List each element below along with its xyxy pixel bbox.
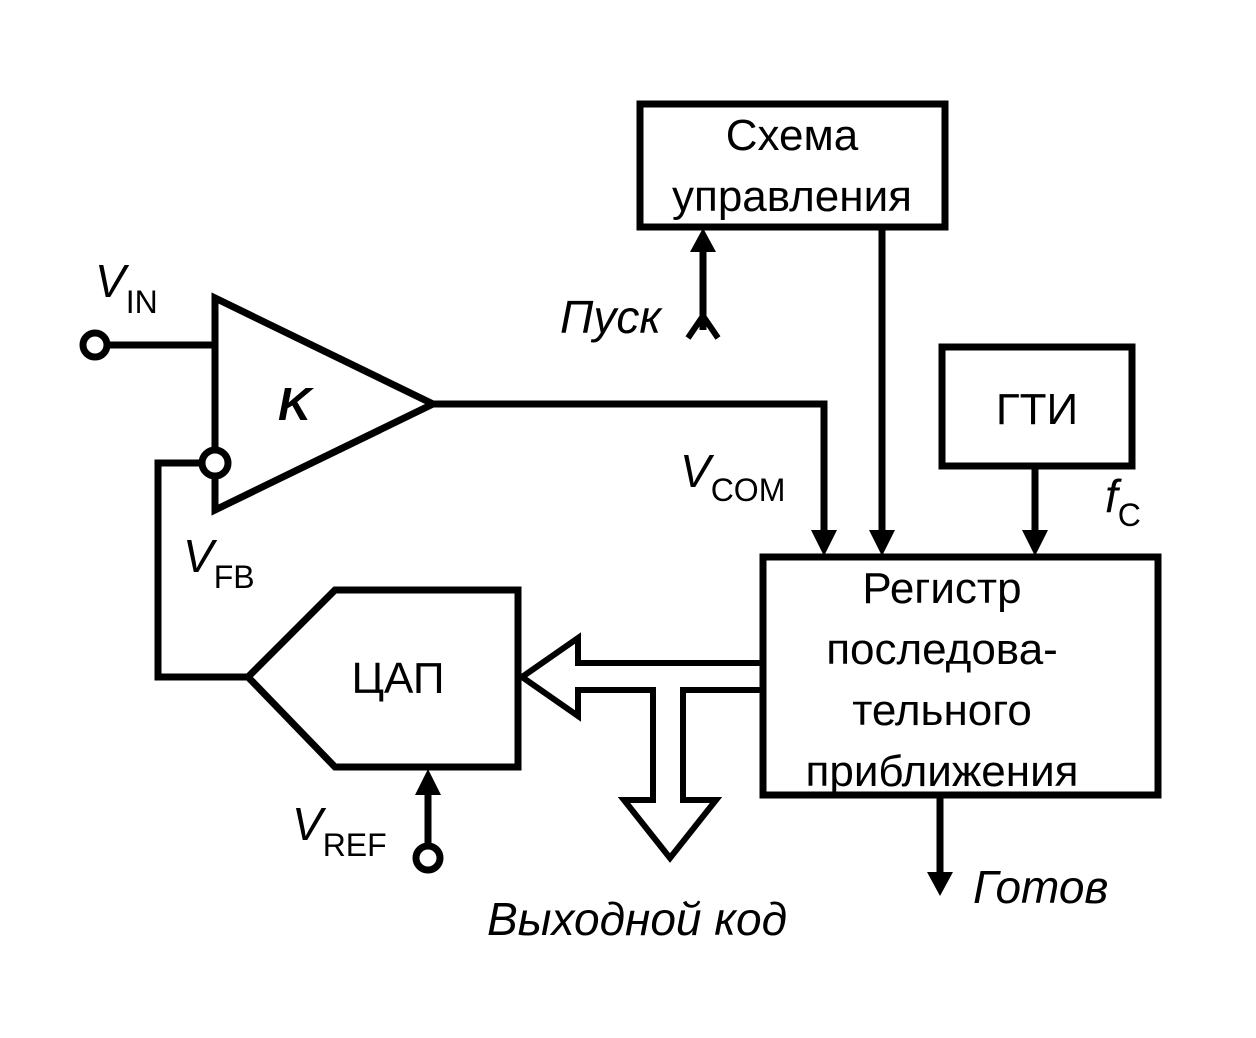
start-arrowhead [690,228,716,252]
vcom-label: VCOM [680,445,785,508]
dac-block [243,586,522,771]
clock-frequency-label: fC [1105,470,1141,533]
output-code-label: Выходной код [487,893,787,945]
comparator-triangle [211,292,442,516]
vfb-feedback-line [154,459,248,681]
digital-bus-to-dac [516,632,763,863]
comparator-gain-label: K [278,378,314,430]
clock-to-sar-arrowhead [1022,530,1048,556]
sar-label-line1: Регистр [862,564,1021,613]
dac-label: ЦАП [351,654,444,703]
start-label: Пуск [560,291,663,343]
ready-label: Готов [973,861,1108,913]
sar-label-line3: тельного [852,686,1032,735]
vref-arrowhead [415,769,441,795]
clock-generator-label: ГТИ [996,385,1078,434]
vcom-line [433,400,828,535]
ready-arrowhead [927,872,953,896]
control-block-label-line1: Схема [726,111,859,160]
sar-register-block [759,553,1162,799]
start-input-fork [685,310,721,340]
comparator-inverting-input [198,446,232,480]
vfb-label: VFB [183,530,255,595]
control-block [636,100,949,231]
vin-terminal [79,329,111,361]
vref-terminal [412,842,444,874]
vcom-arrowhead [811,530,837,556]
control-block-label-line2: управления [672,172,912,221]
sar-label-line2: последова- [826,625,1058,674]
control-to-sar-arrowhead [869,530,895,556]
vin-label: VIN [95,255,158,320]
vref-label: VREF [292,798,387,863]
sar-label-line4: приближения [806,747,1079,796]
